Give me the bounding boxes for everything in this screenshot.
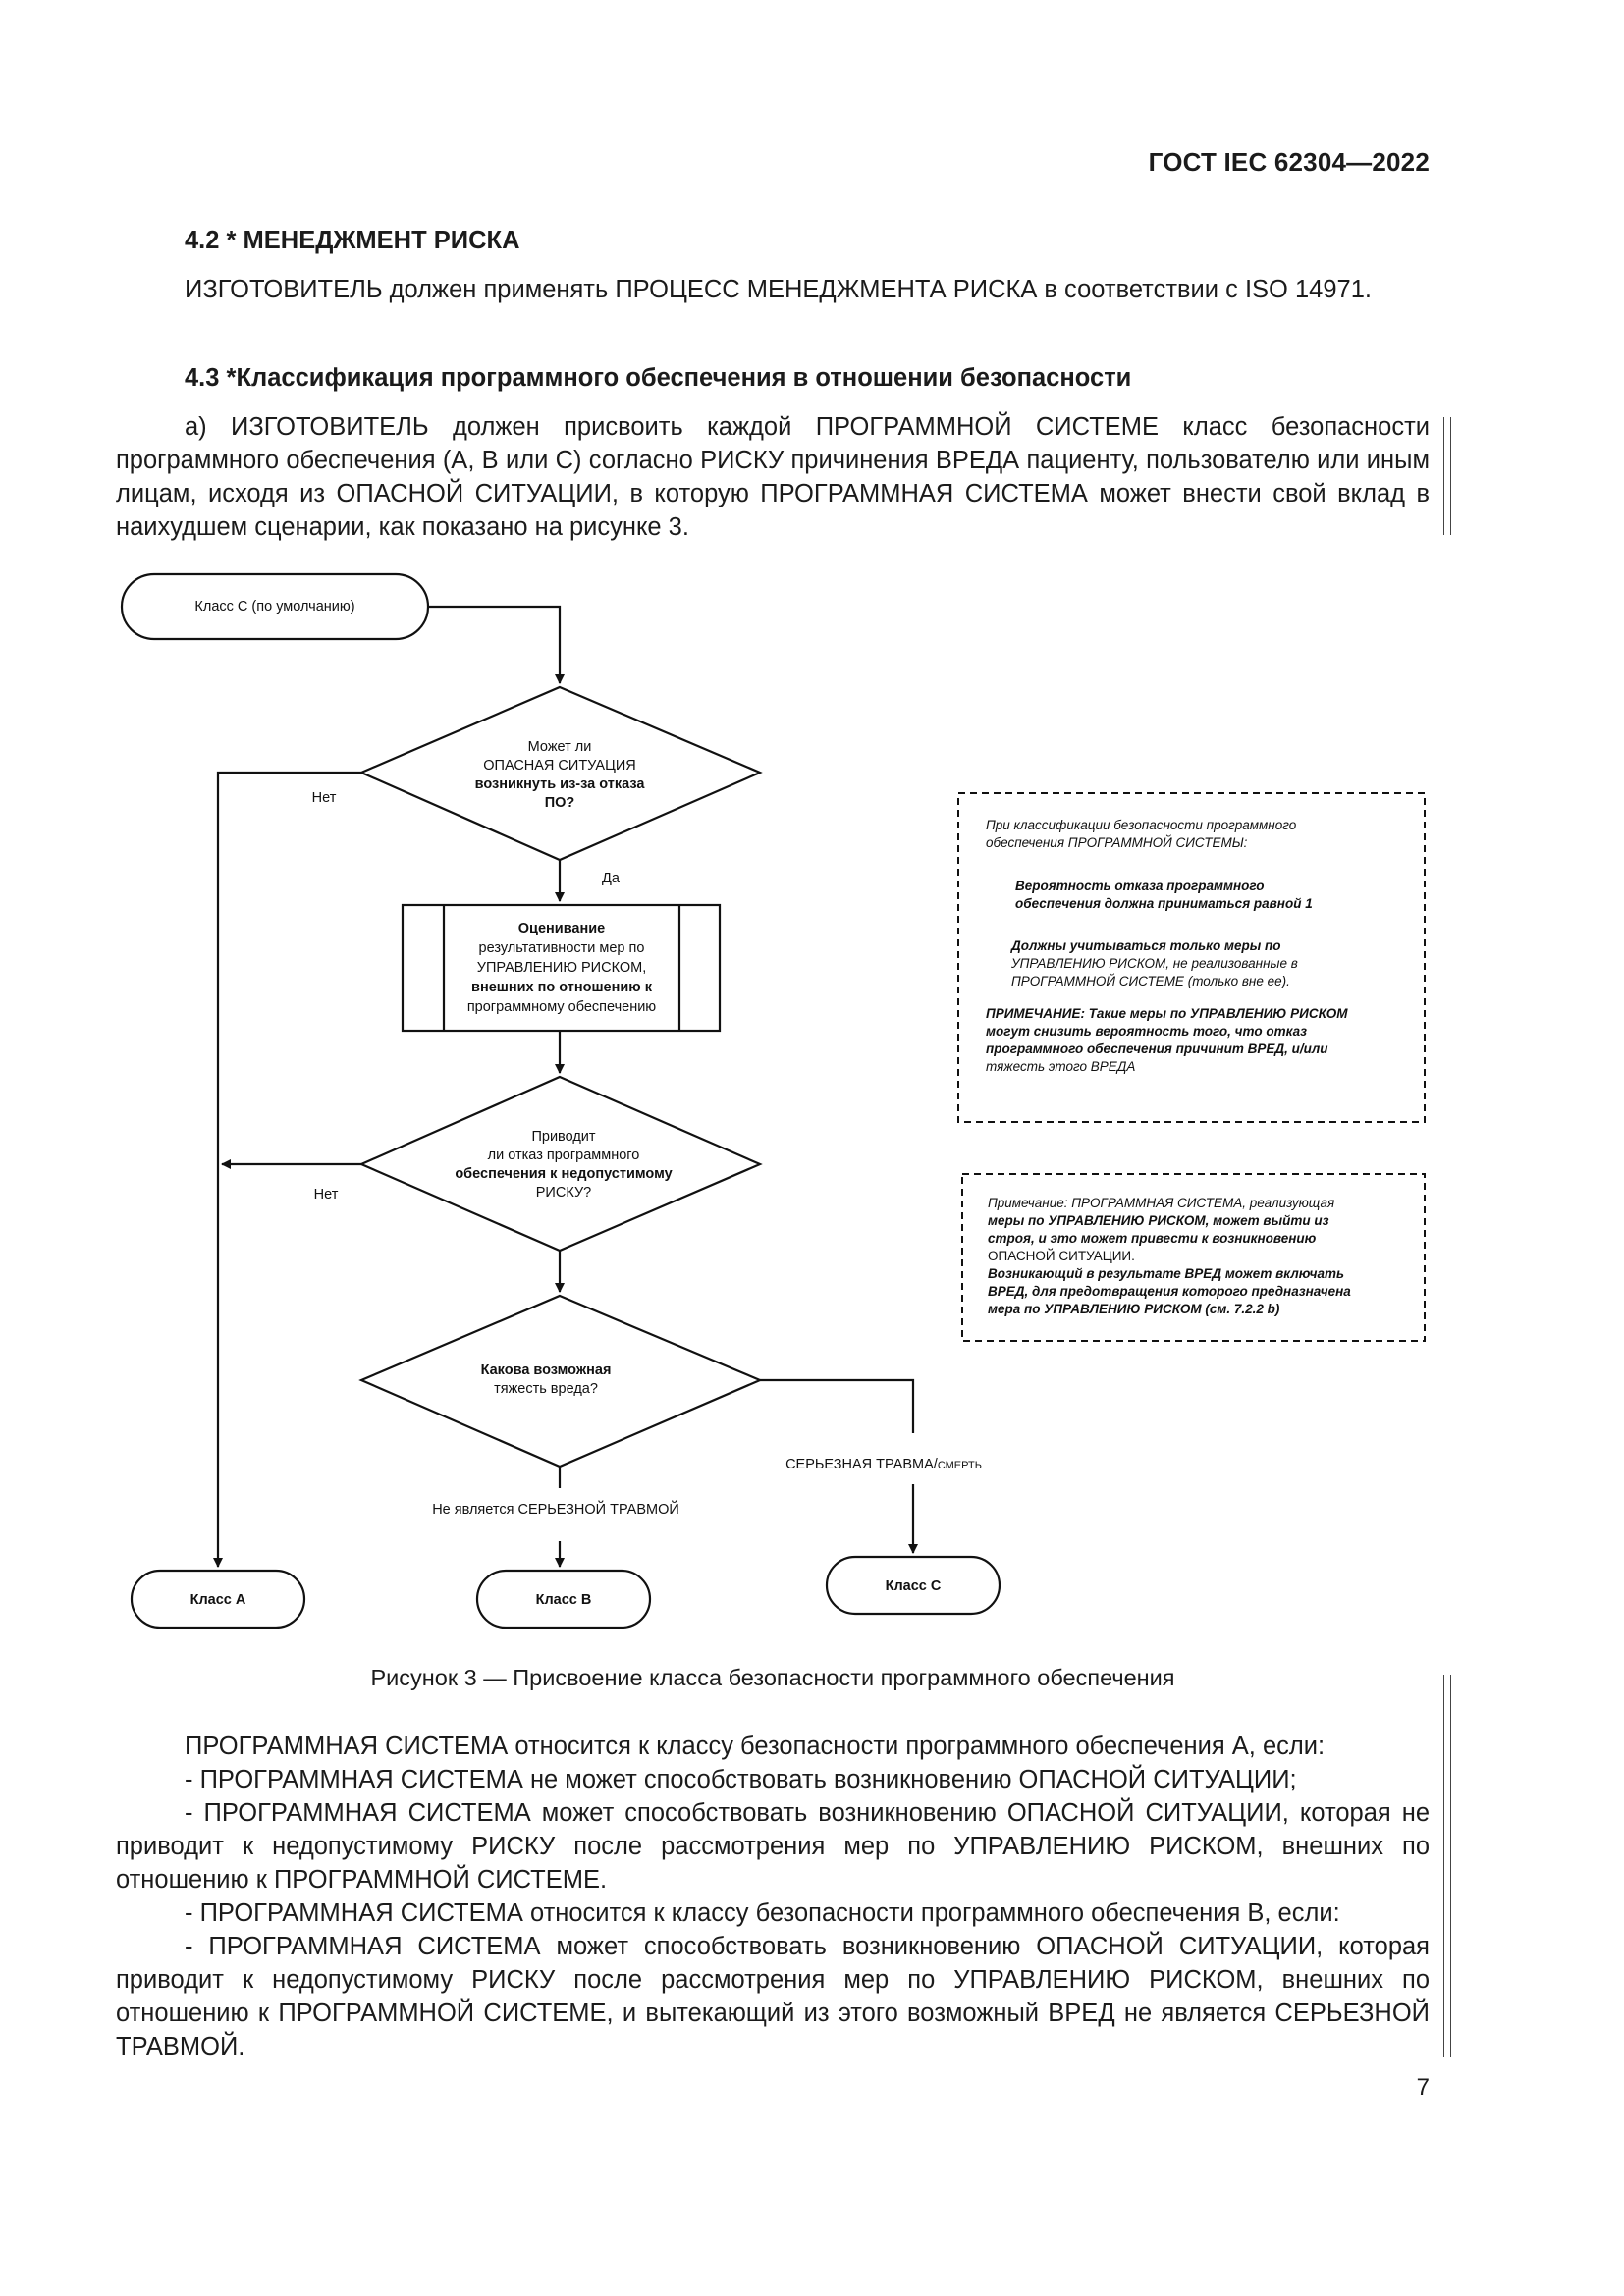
serious-label: СЕРЬЕЗНАЯ ТРАВМА/СМЕРТЬ [785,1457,982,1472]
process-box [401,903,722,1033]
svg-text:Оценивание: Оценивание [518,921,605,936]
svg-text:ПРОГРАММНОЙ СИСТЕМЕ (только вн: ПРОГРАММНОЙ СИСТЕМЕ (только вне ее). [1011,973,1290,988]
svg-text:программному обеспечению: программному обеспечению [467,999,656,1015]
section-4-2-body: ИЗГОТОВИТЕЛЬ должен применять ПРОЦЕСС МЕ… [185,276,1372,303]
svg-text:могут снизить вероятность того: могут снизить вероятность того, что отка… [986,1024,1307,1039]
svg-text:РИСКУ?: РИСКУ? [536,1185,591,1201]
svg-text:обеспечения ПРОГРАММНОЙ СИСТЕМ: обеспечения ПРОГРАММНОЙ СИСТЕМЫ: [986,834,1248,850]
decision-hazard [358,685,763,862]
section-4-2-heading: 4.2 * МЕНЕДЖМЕНТ РИСКА [185,227,520,254]
class-c-terminator [825,1555,1001,1616]
svg-text:УПРАВЛЕНИЮ РИСКОМ, не реализов: УПРАВЛЕНИЮ РИСКОМ, не реализованные в [1010,956,1298,971]
class-a-label: Класс А [190,1592,246,1608]
svg-text:внешних по отношению к: внешних по отношению к [471,980,653,995]
svg-text:ОПАСНАЯ СИТУАЦИЯ: ОПАСНАЯ СИТУАЦИЯ [483,758,635,774]
svg-text:Примечание: ПРОГРАММНАЯ СИСТЕМ: Примечание: ПРОГРАММНАЯ СИСТЕМА, реализу… [988,1196,1334,1210]
svg-text:строя, и это может привести к: строя, и это может привести к возникнове… [988,1231,1317,1246]
svg-text:ПО?: ПО? [545,795,575,811]
flowchart-figure: Класс С (по умолчанию) Может ли ОПАСНАЯ … [120,572,1426,1629]
change-bar [1443,417,1451,535]
section-4-3-body: а) ИЗГОТОВИТЕЛЬ должен присвоить каждой … [116,413,1430,541]
svg-text:Должны учитываться только меры: Должны учитываться только меры по [1010,938,1280,953]
svg-text:ли отказ программного: ли отказ программного [488,1148,640,1163]
svg-text:ПРИМЕЧАНИЕ: Такие меры по УПРА: ПРИМЕЧАНИЕ: Такие меры по УПРАВЛЕНИЮ РИС… [986,1006,1348,1021]
paragraph-class-a: ПРОГРАММНАЯ СИСТЕМА относится к классу б… [185,1733,1326,1760]
svg-text:обеспечения к недопустимому: обеспечения к недопустимому [455,1166,672,1182]
page-number: 7 [1416,2074,1430,2101]
class-b-terminator [475,1569,652,1629]
svg-text:тяжесть этого ВРЕДА: тяжесть этого ВРЕДА [986,1059,1135,1074]
section-4-3-heading: 4.3 *Классификация программного обеспече… [185,364,1132,392]
no-label-1: Нет [312,790,337,806]
class-a-terminator [130,1569,306,1629]
svg-text:результативности мер по: результативности мер по [479,940,645,956]
svg-text:программного обеспечения причи: программного обеспечения причинит ВРЕД, … [986,1041,1328,1056]
yes-label: Да [602,871,621,886]
svg-text:Вероятность отказа программног: Вероятность отказа программного [1015,879,1264,893]
decision-risk [358,1075,763,1253]
change-bar-2 [1443,1675,1451,2057]
svg-text:ОПАСНОЙ СИТУАЦИИ.: ОПАСНОЙ СИТУАЦИИ. [988,1249,1135,1263]
list-item-a2: - ПРОГРАММНАЯ СИСТЕМА может способствова… [116,1799,1430,1894]
svg-text:УПРАВЛЕНИЮ РИСКОМ,: УПРАВЛЕНИЮ РИСКОМ, [477,960,647,976]
svg-text:ВРЕД, для предотвращения котор: ВРЕД, для предотвращения которого предна… [988,1284,1351,1299]
svg-text:возникнуть из-за отказа: возникнуть из-за отказа [475,776,646,792]
svg-text:При классификации безопасности: При классификации безопасности программн… [986,818,1297,832]
note-box-failure [961,1173,1426,1342]
not-serious-label: Не является СЕРЬЕЗНОЙ ТРАВМОЙ [432,1500,679,1518]
list-item-b1: - ПРОГРАММНАЯ СИСТЕМА может способствова… [116,1933,1430,2060]
list-item-a1: - ПРОГРАММНАЯ СИСТЕМА не может способств… [185,1766,1297,1793]
figure-caption: Рисунок 3 — Присвоение класса безопаснос… [370,1665,1175,1690]
no-label-2: Нет [314,1187,339,1202]
svg-text:Приводит: Приводит [531,1129,595,1145]
start-label: Класс С (по умолчанию) [194,599,354,614]
paragraph-class-b: - ПРОГРАММНАЯ СИСТЕМА относится к классу… [185,1899,1340,1927]
note-box-classification [957,792,1426,1123]
svg-text:тяжесть вреда?: тяжесть вреда? [494,1381,598,1397]
svg-text:обеспечения должна приниматься: обеспечения должна приниматься равной 1 [1015,896,1313,911]
svg-text:Какова возможная: Какова возможная [481,1362,612,1378]
svg-text:Может ли: Может ли [528,739,592,755]
class-b-label: Класс В [536,1592,592,1608]
svg-text:мера по УПРАВЛЕНИЮ РИСКОМ (см.: мера по УПРАВЛЕНИЮ РИСКОМ (см. 7.2.2 b) [988,1302,1280,1316]
class-c-label: Класс С [886,1578,942,1594]
standard-header: ГОСТ IEC 62304—2022 [1148,147,1430,177]
svg-text:Возникающий в результате ВРЕД: Возникающий в результате ВРЕД может вклю… [988,1266,1344,1281]
svg-text:меры по УПРАВЛЕНИЮ РИСКОМ, мож: меры по УПРАВЛЕНИЮ РИСКОМ, может выйти и… [988,1213,1329,1228]
